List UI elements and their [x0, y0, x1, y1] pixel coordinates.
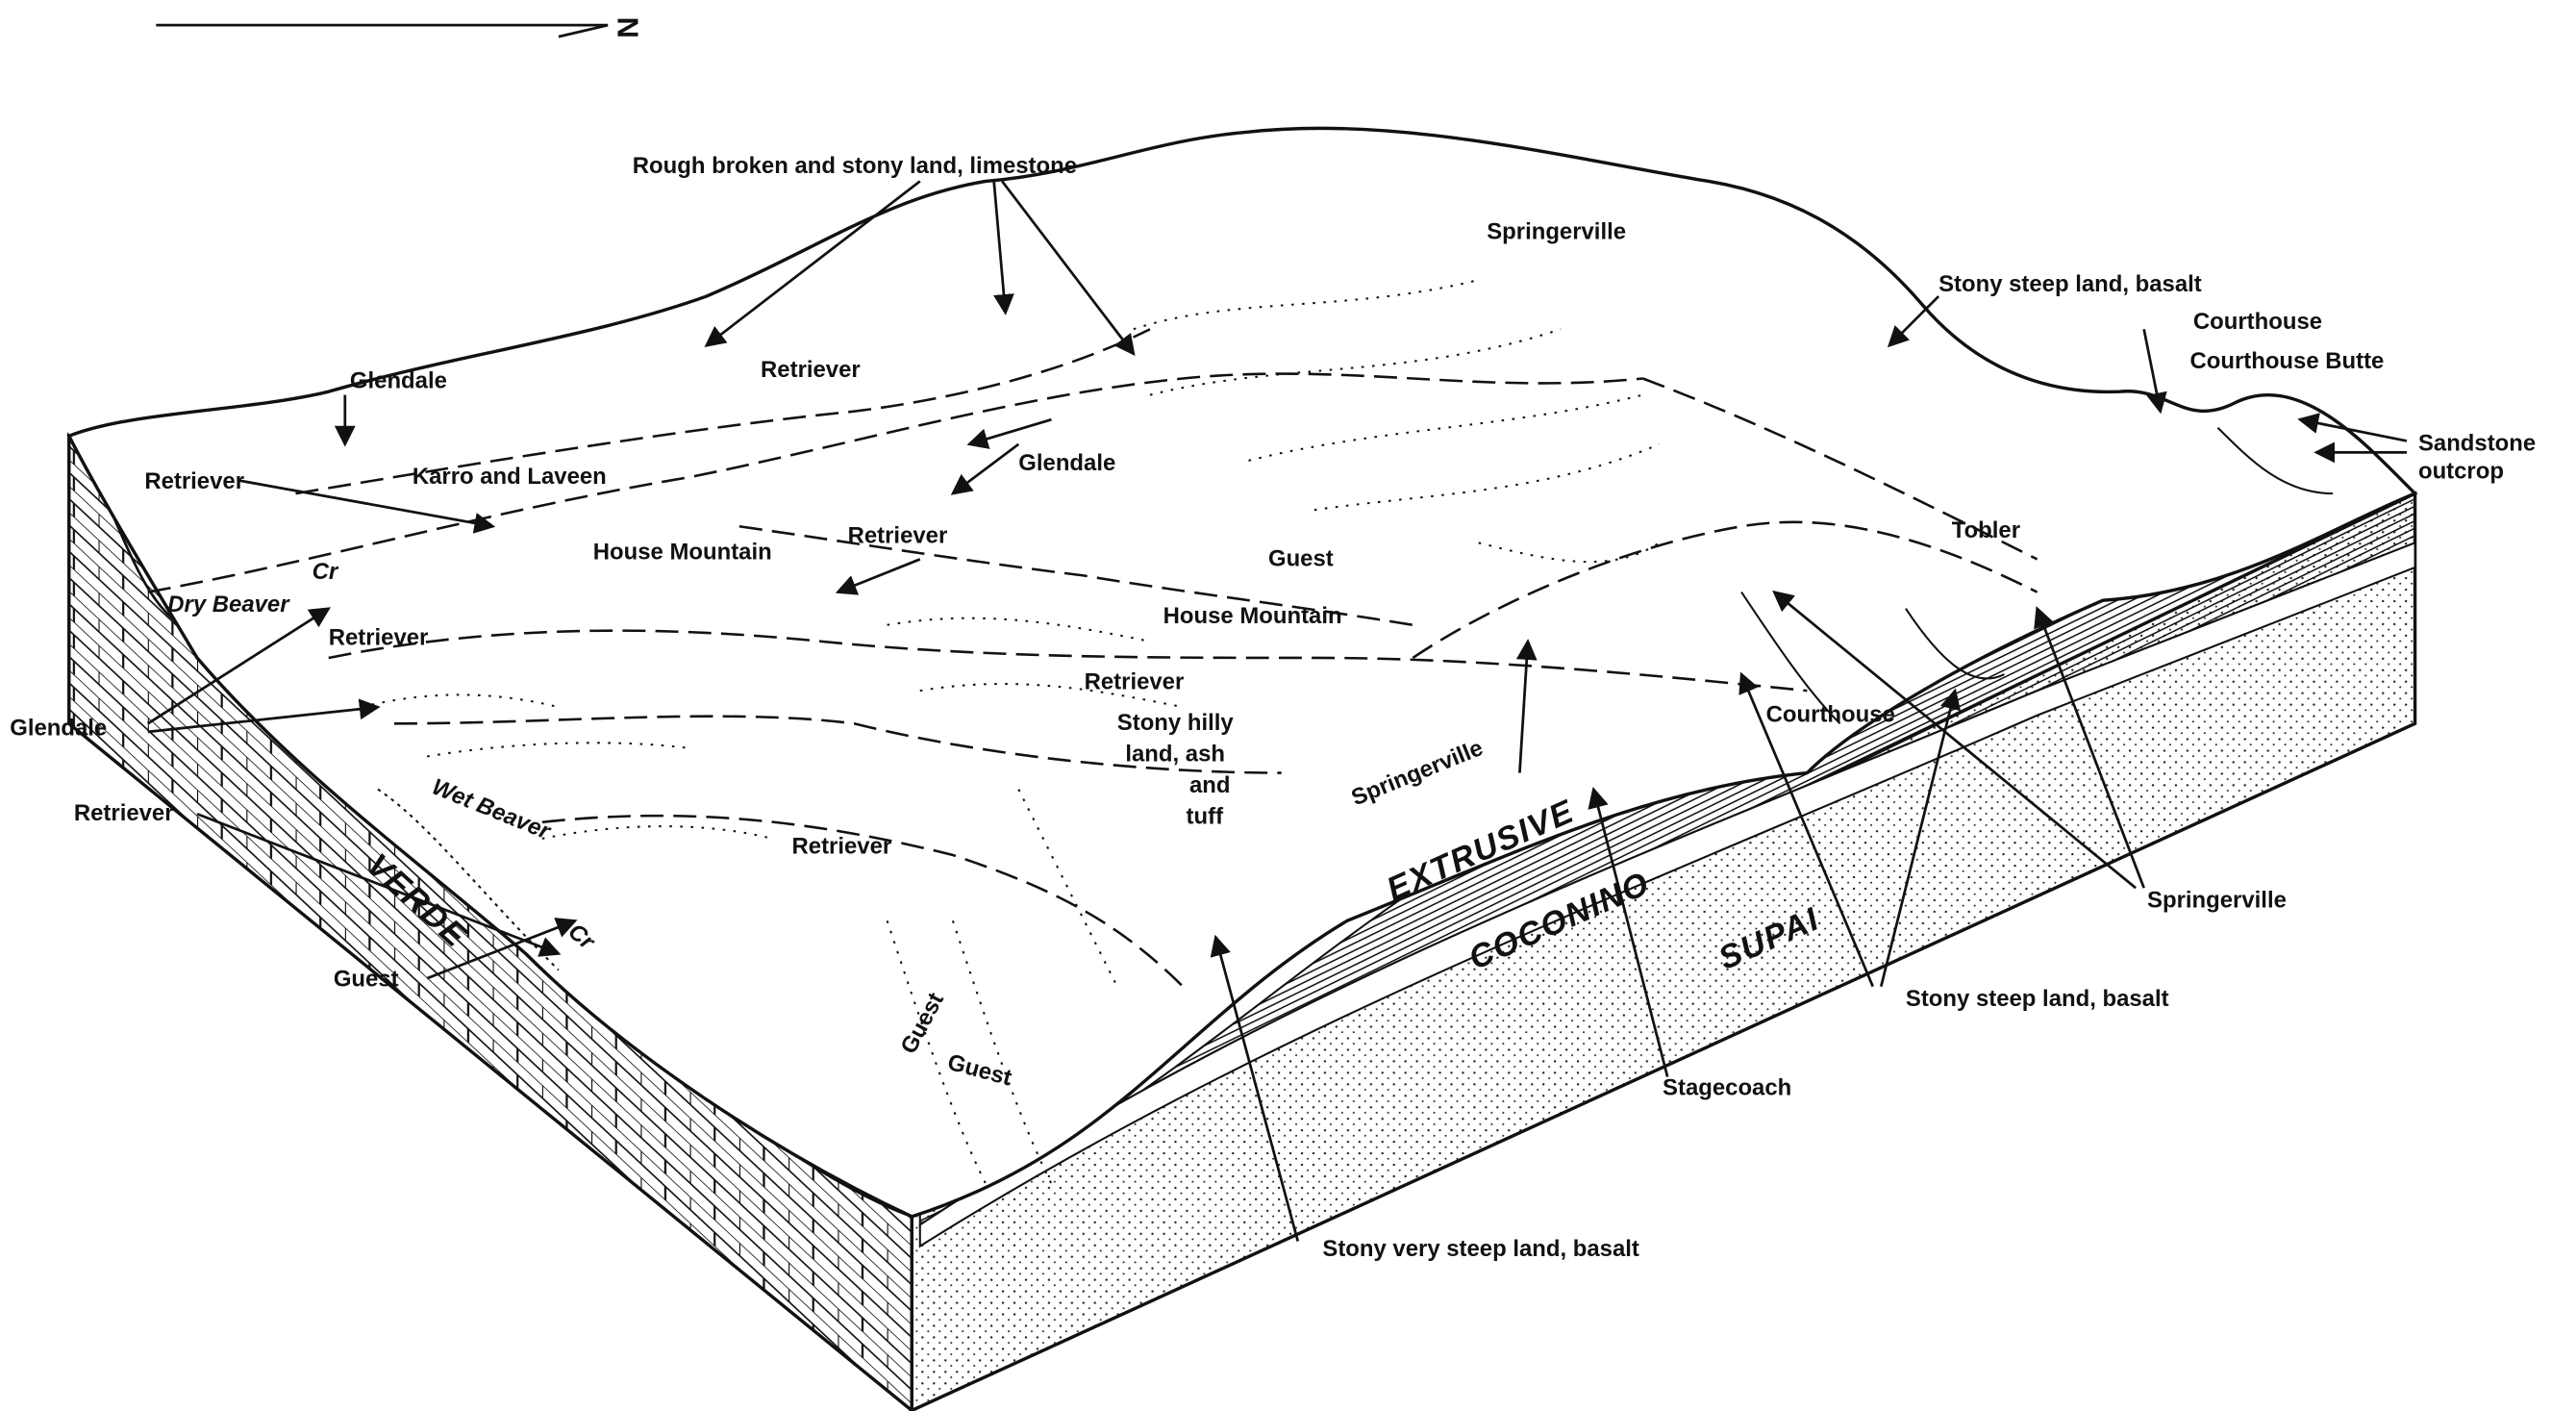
label-outcrop: outcrop: [2418, 459, 2504, 485]
label-glendale: Glendale: [350, 368, 447, 394]
label-stagecoach: Stagecoach: [1663, 1074, 1791, 1100]
label-retriever: Retriever: [1085, 668, 1185, 694]
escarpments: [361, 278, 2334, 1185]
label-retriever: Retriever: [848, 522, 948, 548]
label-stony-steep: Stony steep land, basalt: [1906, 986, 2169, 1012]
label-house-mountain: House Mountain: [593, 539, 772, 565]
label-retriever: Retriever: [329, 624, 429, 650]
soil-boundaries: [147, 328, 2038, 988]
label-stony-steep: Stony steep land, basalt: [1938, 271, 2202, 297]
north-arrow-label: N: [611, 17, 644, 38]
label-glendale: Glendale: [10, 715, 107, 741]
label-guest: Guest: [334, 967, 399, 993]
label-courthouse: Courthouse: [1766, 702, 1895, 728]
label-stony-very-steep: Stony very steep land, basalt: [1322, 1236, 1639, 1262]
coconino-layer: [918, 541, 2416, 1248]
label-cr: Cr: [313, 559, 339, 585]
label-courthouse-butte: Courthouse Butte: [2189, 348, 2384, 374]
terrain-surface: [66, 126, 2418, 1219]
label-rough-broken: Rough broken and stony land, limestone: [633, 153, 1077, 179]
label-retriever: Retriever: [792, 833, 892, 859]
label-guest: Guest: [1268, 545, 1334, 571]
label-retriever: Retriever: [761, 357, 861, 383]
label-springerville: Springerville: [2147, 888, 2287, 914]
label-dry-beaver: Dry Beaver: [167, 592, 290, 617]
label-sandstone: Sandstone: [2418, 431, 2536, 457]
label-tobler: Tobler: [1952, 517, 2020, 543]
label-house-mountain: House Mountain: [1163, 603, 1342, 629]
label-stony-hilly: tuff: [1187, 804, 1224, 830]
label-stony-hilly: Stony hilly: [1117, 710, 1235, 736]
label-stony-hilly: land, ash: [1125, 742, 1225, 768]
label-stony-hilly: and: [1189, 772, 1231, 798]
label-karro-laveen: Karro and Laveen: [413, 464, 607, 490]
north-arrow: N: [156, 17, 644, 38]
label-retriever: Retriever: [74, 800, 174, 826]
label-springerville: Springerville: [1487, 218, 1626, 244]
leader-lines: [147, 180, 2408, 1242]
label-retriever: Retriever: [144, 468, 244, 494]
label-courthouse: Courthouse: [2193, 309, 2322, 335]
label-glendale: Glendale: [1018, 450, 1115, 476]
